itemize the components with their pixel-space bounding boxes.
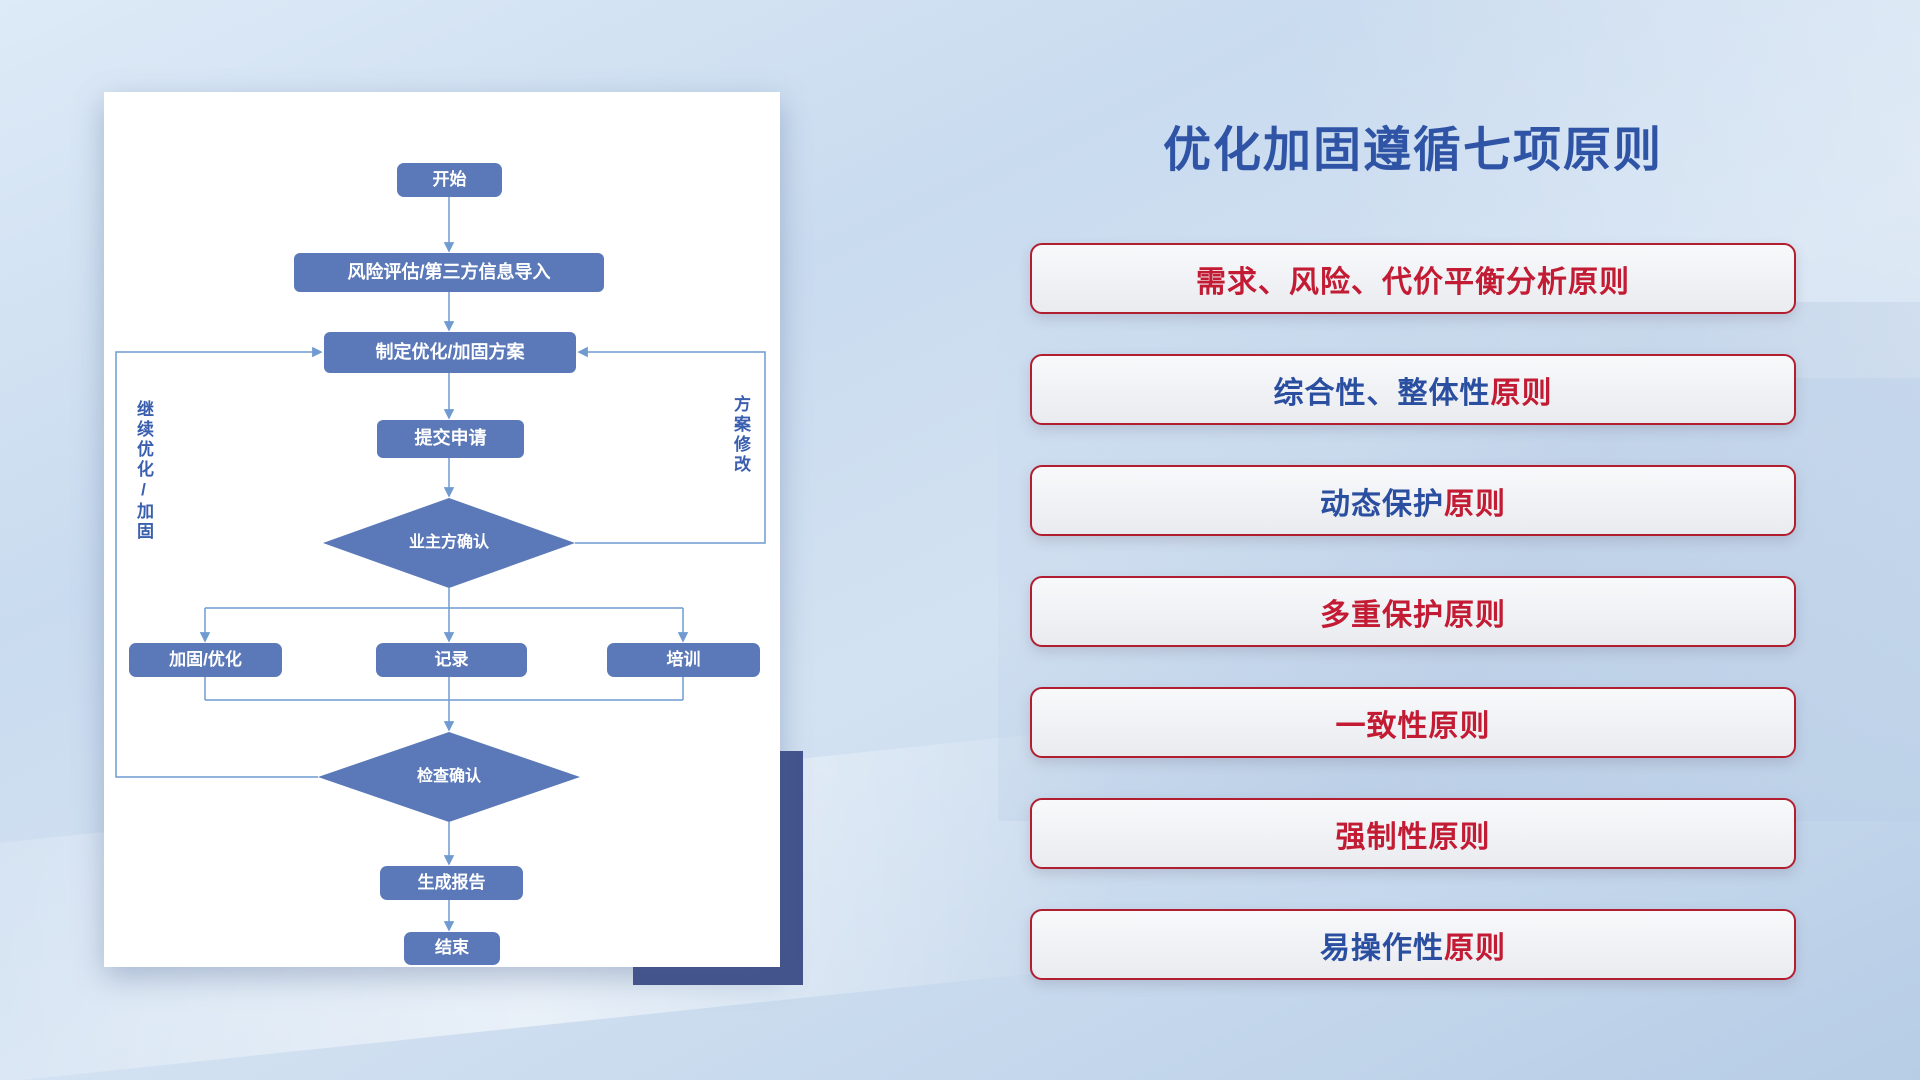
- loop-label-continue-optimize: 继续优化/加固: [134, 400, 153, 542]
- principle-text-blue: 易操作性: [1320, 931, 1444, 965]
- principle-pill: 多重保护原则: [1030, 576, 1796, 647]
- principle-text-red: 强制性原则: [1335, 820, 1491, 854]
- principle-pill: 综合性、整体性原则: [1030, 354, 1796, 425]
- principle-text-red: 需求、风险、代价平衡分析原则: [1196, 265, 1630, 299]
- flowchart-connectors: [115, 197, 766, 932]
- flow-node-gen-report: 生成报告: [380, 866, 523, 900]
- principle-text-blue: 动态保护: [1320, 487, 1444, 521]
- flow-node-risk-import: 风险评估/第三方信息导入: [294, 253, 604, 292]
- principle-text-red: 原则: [1444, 487, 1506, 521]
- principle-pill: 动态保护原则: [1030, 465, 1796, 536]
- flow-node-harden-optimize: 加固/优化: [129, 643, 282, 677]
- flow-node-training: 培训: [607, 643, 760, 677]
- connector-right-loop: [575, 346, 766, 544]
- principles-list: 需求、风险、代价平衡分析原则 综合性、整体性原则 动态保护原则 多重保护原则 一…: [1030, 243, 1796, 980]
- principle-pill: 易操作性原则: [1030, 909, 1796, 980]
- principle-pill: 需求、风险、代价平衡分析原则: [1030, 243, 1796, 314]
- principle-text-red: 多重保护原则: [1320, 598, 1506, 632]
- principle-text-red: 一致性原则: [1335, 709, 1491, 743]
- principle-pill: 强制性原则: [1030, 798, 1796, 869]
- loop-label-plan-revision: 方案修改: [731, 395, 750, 475]
- flowchart-card: 开始 风险评估/第三方信息导入 制定优化/加固方案 提交申请 业主方确认 加固/…: [104, 92, 780, 967]
- connector-left-loop: [115, 346, 323, 778]
- principle-text-red: 原则: [1444, 931, 1506, 965]
- flow-node-make-plan: 制定优化/加固方案: [324, 332, 576, 373]
- flow-node-submit: 提交申请: [377, 420, 524, 458]
- background-streak: [864, 0, 1920, 378]
- page-title: 优化加固遵循七项原则: [1162, 124, 1663, 177]
- flow-node-start: 开始: [397, 163, 502, 197]
- principle-text-red: 原则: [1490, 376, 1553, 410]
- flow-node-record: 记录: [376, 643, 527, 677]
- flow-node-end: 结束: [404, 932, 500, 965]
- principle-pill: 一致性原则: [1030, 687, 1796, 758]
- principle-text-blue: 综合性、整体性: [1273, 376, 1491, 410]
